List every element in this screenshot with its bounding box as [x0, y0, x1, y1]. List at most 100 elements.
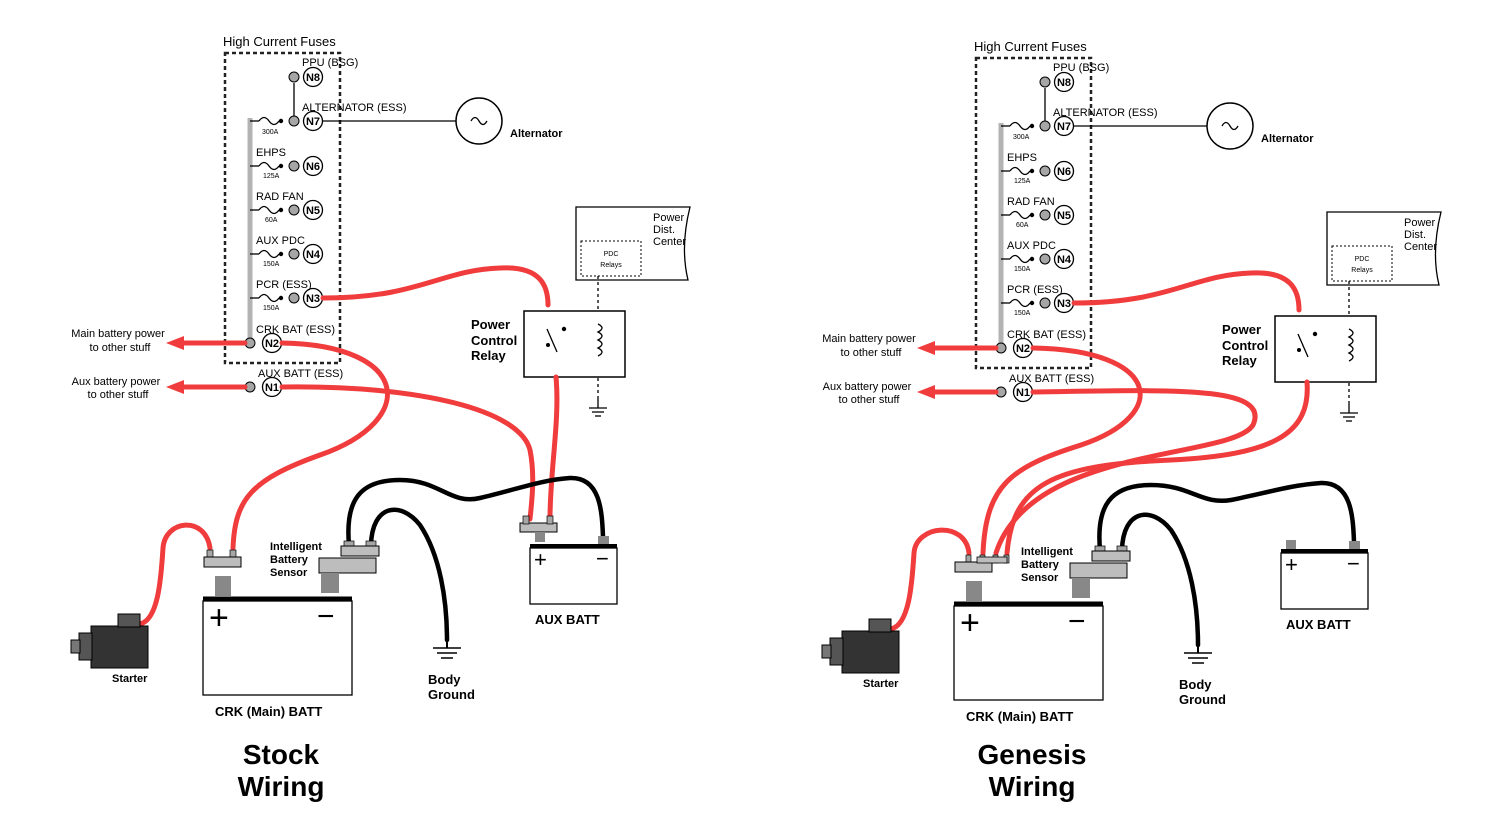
- pdc-relays-box: [580, 240, 642, 277]
- arrow-left-icon: [166, 336, 184, 350]
- wire-ibs-to-aux-battery: [346, 475, 606, 548]
- main-battery-minus: −: [1068, 605, 1086, 638]
- terminal-dot: [288, 160, 300, 172]
- node-n3-id: N3: [1057, 298, 1071, 310]
- main-power-line2: to other stuff: [90, 342, 152, 354]
- node-n2-label: CRK BAT (ESS): [256, 324, 335, 336]
- node-n5-id: N5: [306, 205, 320, 217]
- ground-icon: [1184, 645, 1212, 664]
- node-n2-id: N2: [1016, 343, 1030, 355]
- fuse-icon: [258, 249, 280, 259]
- node-n1-label: AUX BATT (ESS): [258, 368, 343, 380]
- pdc-relays-line2: Relays: [1351, 267, 1373, 274]
- ibs-line3: Sensor: [1021, 572, 1059, 584]
- main-power-line2: to other stuff: [841, 347, 903, 359]
- aux-power-line1: Aux battery power: [72, 376, 161, 388]
- ibs-connector: [1091, 550, 1131, 562]
- fuse-box-title: High Current Fuses: [974, 39, 1087, 54]
- aux-battery-plus: +: [1285, 552, 1298, 577]
- stock-wiring-diagram: High Current Fuses N8 PPU (BSG) N7 ALTER…: [70, 34, 691, 802]
- pdc-line3: Center: [1404, 241, 1437, 253]
- node-n7-id: N7: [1057, 121, 1071, 133]
- fuse-icon: [258, 205, 280, 215]
- node-n8: [302, 66, 324, 88]
- fuse-rating-n3: 150A: [1014, 310, 1031, 317]
- wire-relay-to-aux-battery: [547, 374, 560, 522]
- terminal-dot: [1039, 253, 1051, 265]
- fuse-icon: [1009, 121, 1031, 131]
- node-n1-id: N1: [1016, 387, 1030, 399]
- pdc-relays-box: [1331, 245, 1393, 282]
- fuse-rating-n5: 60A: [1016, 222, 1029, 229]
- ibs-line1: Intelligent: [1021, 546, 1073, 558]
- node-n8-id: N8: [306, 72, 320, 84]
- ground-line1: Body: [1179, 677, 1212, 692]
- wire-ibs-to-body-ground: [1119, 512, 1201, 648]
- fuse-rating-n6: 125A: [263, 173, 280, 180]
- pdc-line2: Dist.: [653, 224, 675, 236]
- node-n4-id: N4: [1057, 254, 1072, 266]
- terminal-dot: [1039, 209, 1051, 221]
- aux-battery-minus: −: [1347, 551, 1360, 576]
- main-battery-minus: −: [317, 600, 335, 633]
- intelligent-battery-sensor: [318, 557, 377, 574]
- power-control-relay: [523, 310, 626, 378]
- fuse-icon: [1009, 166, 1031, 176]
- ground-icon: [433, 640, 461, 659]
- intelligent-battery-sensor: [1069, 562, 1128, 579]
- fuse-rating-n5: 60A: [265, 217, 278, 224]
- aux-batt-label: AUX BATT: [535, 612, 600, 627]
- fuse-icon: [258, 293, 280, 303]
- fuse-rating-n4: 150A: [1014, 266, 1031, 273]
- node-n4-label: AUX PDC: [256, 235, 305, 247]
- main-battery-plus: +: [209, 599, 229, 637]
- node-n6-label: EHPS: [1007, 152, 1037, 164]
- terminal-dot: [1039, 165, 1051, 177]
- terminal-dot: [288, 204, 300, 216]
- fuse-icon: [258, 161, 280, 171]
- fuse-rating-n3: 150A: [263, 305, 280, 312]
- fuse-rating-n7: 300A: [1013, 134, 1030, 141]
- wire-ibs-to-body-ground: [368, 507, 450, 643]
- wire-n3-to-relay: [1071, 270, 1302, 313]
- node-n5-id: N5: [1057, 210, 1071, 222]
- node-n8-id: N8: [1057, 77, 1071, 89]
- aux-power-line1: Aux battery power: [823, 381, 912, 393]
- crk-batt-label: CRK (Main) BATT: [215, 704, 322, 719]
- wire-n2-to-main-battery: [980, 345, 1143, 556]
- node-n6-id: N6: [1057, 166, 1071, 178]
- pdc-line1: Power: [653, 212, 685, 224]
- node-n3-label: PCR (ESS): [256, 279, 312, 291]
- fuse-rating-n4: 150A: [263, 261, 280, 268]
- node-n8: [1053, 71, 1075, 93]
- fuse-icon: [1009, 254, 1031, 264]
- main-power-line1: Main battery power: [71, 328, 165, 340]
- node-n1-label: AUX BATT (ESS): [1009, 373, 1094, 385]
- pdc-line2: Dist.: [1404, 229, 1426, 241]
- node-n7: [302, 110, 324, 132]
- pdc-relays-line2: Relays: [600, 262, 622, 269]
- wire-battery-to-starter: [137, 522, 213, 627]
- ground-icon: [1340, 402, 1358, 422]
- starter-label: Starter: [863, 678, 899, 690]
- pdc-relays-line1: PDC: [1355, 256, 1370, 263]
- arrow-left-icon: [917, 385, 935, 399]
- ibs-connector: [340, 545, 380, 557]
- terminal-dot: [1039, 120, 1051, 132]
- wire-battery-to-starter: [888, 527, 972, 632]
- crk-batt-label: CRK (Main) BATT: [966, 709, 1073, 724]
- relay-switch-icon: [1297, 333, 1309, 358]
- arrow-left-icon: [917, 341, 935, 355]
- node-n5: [1053, 204, 1075, 226]
- wire-n3-to-relay: [320, 265, 551, 308]
- fuse-icon: [1009, 298, 1031, 308]
- main-battery-plus: +: [960, 604, 980, 642]
- ground-line2: Ground: [1179, 692, 1226, 707]
- node-n5-label: RAD FAN: [1007, 196, 1055, 208]
- main-battery-icon: [202, 600, 353, 696]
- relay-label-line3: Relay: [471, 348, 506, 363]
- aux-power-line2: to other stuff: [839, 394, 901, 406]
- terminal-dot: [1039, 76, 1051, 88]
- node-n2-id: N2: [265, 338, 279, 350]
